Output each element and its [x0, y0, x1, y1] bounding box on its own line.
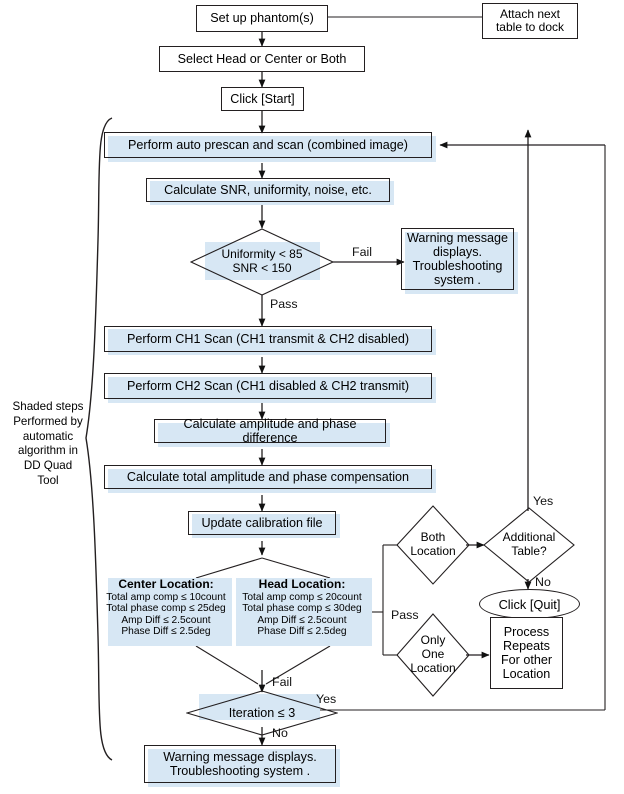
- edge-label-no-iteration: No: [272, 726, 288, 740]
- shaded-steps-annotation: Shaded steps Performed by automatic algo…: [12, 400, 84, 488]
- auto-prescan-label: Perform auto prescan and scan (combined …: [127, 137, 408, 152]
- node-both-location[interactable]: Both Location: [396, 505, 470, 585]
- iteration-diamond-shape: [185, 690, 339, 736]
- ch2-scan-label: Perform CH2 Scan (CH1 disabled & CH2 tra…: [126, 378, 410, 393]
- node-process-repeats: Process Repeats For other Location: [490, 617, 563, 689]
- uniformity-diamond-shape: [189, 228, 335, 296]
- node-uniformity-check[interactable]: Uniformity < 85 SNR < 150: [189, 228, 335, 296]
- attach-next-table-label: Attach next table to dock: [495, 6, 565, 34]
- additional-table-label: Additional Table?: [502, 530, 556, 558]
- select-location-label: Select Head or Center or Both: [177, 51, 347, 66]
- node-update-cal-file[interactable]: Update calibration file: [188, 511, 336, 535]
- edge-label-yes-iteration: Yes: [316, 692, 337, 706]
- edge-label-pass-right: Pass: [391, 608, 419, 622]
- node-attach-next-table[interactable]: Attach next table to dock: [482, 3, 578, 39]
- warning-top-label: Warning message displays. Troubleshootin…: [406, 230, 509, 288]
- node-calc-amp-phase-diff[interactable]: Calculate amplitude and phase difference: [154, 416, 386, 445]
- edge-label-fail-iteration: Fail: [272, 675, 292, 689]
- calc-total-comp-label: Calculate total amplitude and phase comp…: [126, 469, 410, 484]
- shaded-steps-brace: [85, 117, 113, 761]
- node-only-one-location[interactable]: Only One Location: [396, 613, 470, 697]
- edge-label-no-additional: No: [535, 575, 551, 589]
- shade-iteration: [199, 694, 320, 720]
- shade-warning-top: [405, 232, 518, 294]
- shade-head-location: [236, 578, 372, 646]
- node-auto-prescan[interactable]: Perform auto prescan and scan (combined …: [104, 132, 432, 158]
- node-calc-total-comp[interactable]: Calculate total amplitude and phase comp…: [104, 465, 432, 489]
- node-ch1-scan[interactable]: Perform CH1 Scan (CH1 transmit & CH2 dis…: [104, 326, 432, 352]
- both-location-diamond-shape: [396, 505, 470, 585]
- setup-phantoms-label: Set up phantom(s): [210, 11, 314, 26]
- shade-ch1: [108, 329, 436, 355]
- node-click-quit[interactable]: Click [Quit]: [479, 589, 580, 619]
- warning-bottom-label: Warning message displays. Troubleshootin…: [163, 749, 317, 778]
- node-additional-table[interactable]: Additional Table?: [483, 507, 575, 583]
- edge-label-fail-top: Fail: [352, 245, 372, 259]
- node-calc-snr[interactable]: Calculate SNR, uniformity, noise, etc.: [146, 178, 390, 202]
- shade-total-comp: [108, 469, 436, 493]
- uniformity-check-label: Uniformity < 85 SNR < 150: [221, 247, 303, 275]
- click-start-label: Click [Start]: [230, 91, 295, 106]
- process-repeats-label: Process Repeats For other Location: [500, 624, 553, 682]
- node-select-location[interactable]: Select Head or Center or Both: [159, 46, 365, 72]
- node-click-start[interactable]: Click [Start]: [221, 87, 304, 111]
- center-location-criteria: Total amp comp ≤ 10count Total phase com…: [106, 591, 226, 638]
- only-one-location-label: Only One Location: [410, 633, 456, 675]
- calc-snr-label: Calculate SNR, uniformity, noise, etc.: [164, 182, 372, 197]
- edge-label-pass-top: Pass: [270, 297, 298, 311]
- node-warning-top: Warning message displays. Troubleshootin…: [401, 228, 514, 290]
- center-location-title: Center Location:: [118, 577, 214, 592]
- click-quit-label: Click [Quit]: [498, 596, 561, 612]
- shade-center-location: [108, 578, 232, 646]
- iteration-check-label: Iteration ≤ 3: [228, 705, 296, 720]
- ch1-scan-label: Perform CH1 Scan (CH1 transmit & CH2 dis…: [126, 331, 410, 346]
- shade-uniformity: [205, 242, 320, 280]
- only-one-location-diamond-shape: [396, 613, 470, 697]
- node-center-location: Center Location: Total amp comp ≤ 10coun…: [104, 574, 228, 642]
- node-head-location: Head Location: Total amp comp ≤ 20count …: [232, 574, 372, 642]
- calc-amp-phase-diff-label: Calculate amplitude and phase difference: [183, 416, 357, 445]
- node-warning-bottom: Warning message displays. Troubleshootin…: [144, 745, 336, 783]
- shade-amp-phase-diff: [158, 423, 390, 447]
- node-setup-phantoms[interactable]: Set up phantom(s): [196, 5, 328, 32]
- edge-label-yes-additional: Yes: [533, 494, 554, 508]
- both-location-label: Both Location: [410, 530, 456, 558]
- head-location-title: Head Location:: [258, 577, 346, 592]
- node-ch2-scan[interactable]: Perform CH2 Scan (CH1 disabled & CH2 tra…: [104, 373, 432, 399]
- shade-warning-bottom: [148, 749, 340, 787]
- node-iteration-check[interactable]: Iteration ≤ 3: [185, 690, 339, 736]
- update-cal-file-label: Update calibration file: [201, 515, 323, 530]
- head-location-criteria: Total amp comp ≤ 20count Total phase com…: [242, 591, 362, 638]
